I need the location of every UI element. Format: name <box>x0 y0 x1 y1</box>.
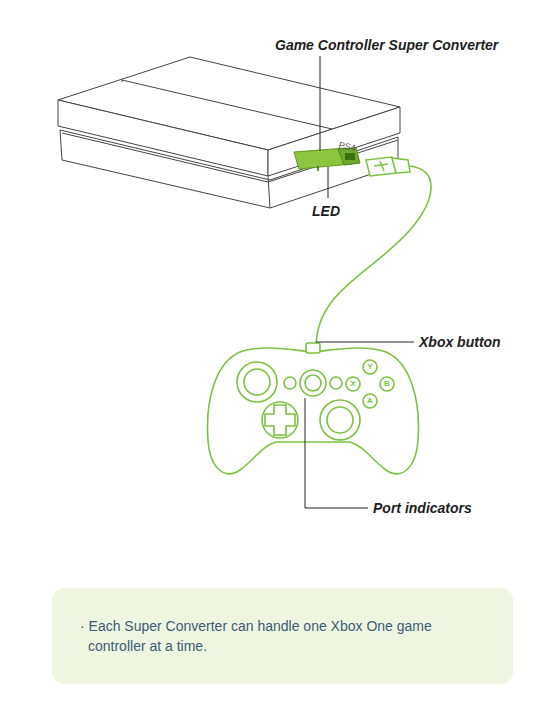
button-letter: B <box>384 380 390 388</box>
part-label: Game Controller Super Converter <box>275 37 498 53</box>
usb-cable <box>316 166 431 345</box>
leader-lines <box>305 56 414 508</box>
button-letter: A <box>367 397 373 405</box>
part-label: Port indicators <box>373 500 472 516</box>
part-label: Xbox button <box>419 334 501 350</box>
usb-plug <box>366 157 410 176</box>
note-text: · Each Super Converter can handle one Xb… <box>80 616 491 656</box>
button-letter: Y <box>367 363 372 371</box>
console-drawing <box>58 57 400 208</box>
controller-drawing <box>208 343 419 474</box>
button-letter: X <box>350 380 355 388</box>
part-label: LED <box>312 203 340 219</box>
note-box: · Each Super Converter can handle one Xb… <box>52 588 513 684</box>
